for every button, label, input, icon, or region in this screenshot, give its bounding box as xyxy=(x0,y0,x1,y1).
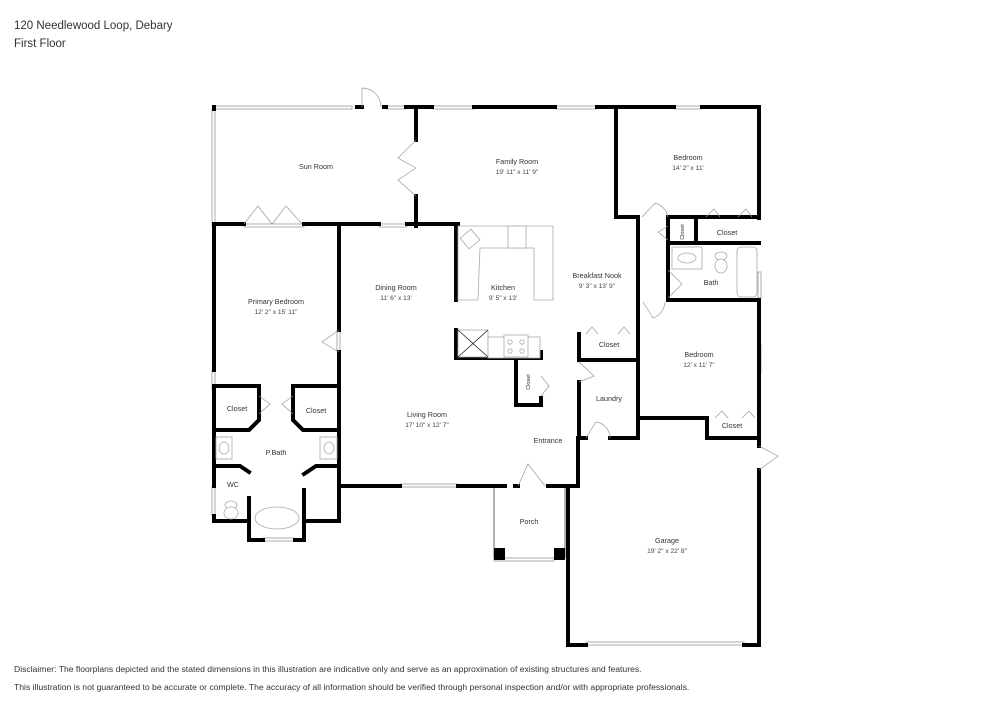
room-label: Breakfast Nook xyxy=(572,271,622,280)
room-label: Living Room xyxy=(407,410,447,419)
room-label: Porch xyxy=(520,517,539,526)
room-label: Bedroom xyxy=(684,350,713,359)
room-dimensions: 9' 3" x 13' 9" xyxy=(579,283,616,290)
room-bedroom-1: Bedroom 14' 2" x 11' xyxy=(672,153,704,172)
bath-fixtures xyxy=(215,246,758,530)
room-label: Closet xyxy=(227,404,247,413)
walls xyxy=(212,105,761,647)
room-dimensions: 19' 11" x 11' 9" xyxy=(496,169,539,176)
property-address: 120 Needlewood Loop, Debary xyxy=(14,20,173,32)
room-label: Dining Room xyxy=(375,283,417,292)
room-entrance: Entrance xyxy=(534,436,563,445)
room-label: Primary Bedroom xyxy=(248,297,304,306)
room-label: Closet xyxy=(306,406,326,415)
room-label: Laundry xyxy=(596,394,622,403)
room-primary-bedroom: Primary Bedroom 12' 2" x 15' 11" xyxy=(248,297,304,316)
room-family-room: Family Room 19' 11" x 11' 9" xyxy=(496,157,539,176)
room-wc: WC xyxy=(227,480,239,489)
room-label: Bath xyxy=(704,278,719,287)
room-label: Closet xyxy=(717,228,737,237)
room-closet-kitchen: Closet xyxy=(526,374,532,390)
room-label: Closet xyxy=(526,374,532,390)
room-closet-bedroom-2: Closet xyxy=(722,421,742,430)
room-dimensions: 12' x 11' 7" xyxy=(683,362,715,369)
kitchen-sink-icon xyxy=(459,228,481,250)
room-dimensions: 9' 5" x 13' xyxy=(489,295,517,302)
room-label: WC xyxy=(227,480,239,489)
room-closet-primary-right: Closet xyxy=(306,406,326,415)
room-label: Sun Room xyxy=(299,162,333,171)
bathtub-icon xyxy=(736,246,758,298)
room-laundry: Laundry xyxy=(596,394,622,403)
room-label: Entrance xyxy=(534,436,563,445)
room-garage: Garage 19' 2" x 22' 8" xyxy=(647,536,687,555)
floor-label: First Floor xyxy=(14,38,66,50)
room-label: Garage xyxy=(655,536,679,545)
room-bath: Bath xyxy=(704,278,719,287)
room-label: Closet xyxy=(599,340,619,349)
room-closet-nook: Closet xyxy=(599,340,619,349)
room-dimensions: 14' 2" x 11' xyxy=(672,165,704,172)
room-label: Kitchen xyxy=(491,283,515,292)
disclaimer-line-1: Disclaimer: The floorplans depicted and … xyxy=(14,664,642,674)
room-labels: Sun Room Family Room 19' 11" x 11' 9" Bedro… xyxy=(227,153,742,555)
room-label: Bedroom xyxy=(673,153,702,162)
room-bedroom-2: Bedroom 12' x 11' 7" xyxy=(683,350,715,369)
room-label: Closet xyxy=(722,421,742,430)
room-p-bath: P.Bath xyxy=(266,448,287,457)
room-label: Family Room xyxy=(496,157,538,166)
windows xyxy=(211,105,762,646)
room-kitchen: Kitchen 9' 5" x 13' xyxy=(489,283,517,302)
room-dimensions: 12' 2" x 15' 11" xyxy=(254,309,298,316)
room-label: P.Bath xyxy=(266,448,287,457)
room-label: Closet xyxy=(680,224,686,240)
room-dimensions: 17' 10" x 12' 7" xyxy=(405,422,449,429)
room-dimensions: 11' 6" x 13' xyxy=(380,295,412,302)
room-closet-small: Closet xyxy=(680,224,686,240)
room-closet-primary-left: Closet xyxy=(227,404,247,413)
tub-primary-icon xyxy=(254,506,300,530)
room-sun-room: Sun Room xyxy=(299,162,333,171)
doors xyxy=(243,87,779,487)
room-breakfast-nook: Breakfast Nook 9' 3" x 13' 9" xyxy=(572,271,622,290)
disclaimer-line-2: This illustration is not guaranteed to b… xyxy=(14,682,690,692)
room-closet-bedroom-1: Closet xyxy=(717,228,737,237)
room-dining-room: Dining Room 11' 6" x 13' xyxy=(375,283,417,302)
room-dimensions: 19' 2" x 22' 8" xyxy=(647,548,687,555)
room-porch: Porch xyxy=(520,517,539,526)
stove-icon xyxy=(503,334,529,358)
room-living-room: Living Room 17' 10" x 12' 7" xyxy=(405,410,449,429)
kitchen-fixtures xyxy=(457,225,554,359)
